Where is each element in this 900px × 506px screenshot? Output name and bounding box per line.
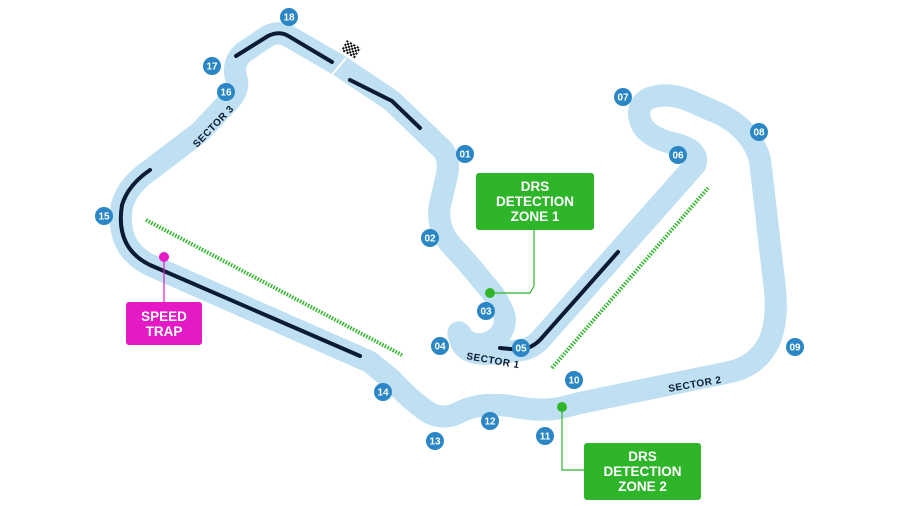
corner-number: 07	[617, 93, 629, 104]
corner-marker-circle	[669, 146, 687, 164]
corner-marker-circle	[786, 338, 804, 356]
corner-marker-circle	[374, 383, 392, 401]
drs-1-line1: DRS	[520, 179, 550, 194]
corner-number: 04	[434, 342, 446, 353]
corner-marker-circle	[536, 427, 554, 445]
drs-2-line3: ZONE 2	[618, 479, 667, 494]
corner-05: 05	[512, 339, 530, 357]
corner-04: 04	[431, 337, 449, 355]
corner-17: 17	[203, 57, 221, 75]
corner-11: 11	[536, 427, 554, 445]
corner-marker-circle	[750, 123, 768, 141]
drs-2-connector	[561, 407, 584, 471]
corner-15: 15	[95, 207, 113, 225]
corner-08: 08	[750, 123, 768, 141]
corner-10: 10	[565, 371, 583, 389]
drs-detection-zone-2: DRS DETECTION ZONE 2	[584, 443, 701, 500]
corner-number: 12	[484, 417, 496, 428]
corner-markers: 01 02 03 04 05 06 07 08 09 10 11 12 13 14 15 16 17 18	[95, 8, 804, 450]
corner-03: 03	[477, 302, 495, 320]
corner-number: 14	[377, 388, 389, 399]
corner-number: 02	[424, 234, 436, 245]
speed-trap-marker	[159, 252, 169, 262]
corner-marker-circle	[614, 88, 632, 106]
drs-zone-line-2	[550, 186, 710, 370]
corner-marker-circle	[512, 339, 530, 357]
corner-number: 16	[220, 88, 232, 99]
corner-marker-circle	[95, 207, 113, 225]
corner-marker-circle	[477, 302, 495, 320]
corner-marker-circle	[481, 412, 499, 430]
speed-trap-line2: TRAP	[145, 323, 183, 339]
speed-trap-line1: SPEED	[141, 308, 187, 324]
start-finish-line	[330, 57, 347, 77]
corner-number: 09	[789, 343, 801, 354]
corner-marker-circle	[456, 145, 474, 163]
drs-zone-line-1	[145, 218, 403, 357]
corner-02: 02	[421, 229, 439, 247]
corner-number: 11	[540, 432, 551, 443]
corner-14: 14	[374, 383, 392, 401]
drs-2-line1: DRS	[628, 449, 657, 464]
corner-18: 18	[280, 8, 298, 26]
drs-1-connector	[490, 230, 535, 294]
corner-number: 15	[98, 212, 110, 223]
corner-number: 05	[515, 344, 527, 355]
racing-line-s1	[348, 78, 422, 130]
corner-13: 13	[426, 432, 444, 450]
corner-marker-circle	[217, 83, 235, 101]
corner-12: 12	[481, 412, 499, 430]
drs-2-marker	[557, 402, 567, 412]
corner-marker-circle	[203, 57, 221, 75]
corner-marker-circle	[431, 337, 449, 355]
corner-number: 18	[283, 13, 295, 24]
corner-01: 01	[456, 145, 474, 163]
racing-line-s3	[118, 168, 362, 358]
corner-number: 17	[206, 62, 218, 73]
corner-07: 07	[614, 88, 632, 106]
corner-16: 16	[217, 83, 235, 101]
corner-06: 06	[669, 146, 687, 164]
corner-number: 10	[568, 376, 580, 387]
drs-detection-zone-1: DRS DETECTION ZONE 1	[476, 173, 594, 230]
corner-number: 01	[459, 150, 471, 161]
speed-trap-box: SPEED TRAP	[126, 302, 202, 345]
corner-number: 13	[429, 437, 441, 448]
corner-marker-circle	[421, 229, 439, 247]
corner-number: 08	[753, 128, 765, 139]
racing-line-top	[234, 31, 334, 64]
drs-1-line3: ZONE 1	[510, 209, 560, 224]
drs-1-line2: DETECTION	[495, 194, 574, 209]
corner-marker-circle	[565, 371, 583, 389]
corner-number: 03	[480, 307, 492, 318]
corner-09: 09	[786, 338, 804, 356]
chequered-flag-icon	[341, 40, 361, 59]
drs-2-line2: DETECTION	[603, 464, 682, 479]
drs-1-marker	[485, 288, 495, 298]
corner-marker-circle	[280, 8, 298, 26]
corner-marker-circle	[426, 432, 444, 450]
corner-number: 06	[672, 151, 684, 162]
